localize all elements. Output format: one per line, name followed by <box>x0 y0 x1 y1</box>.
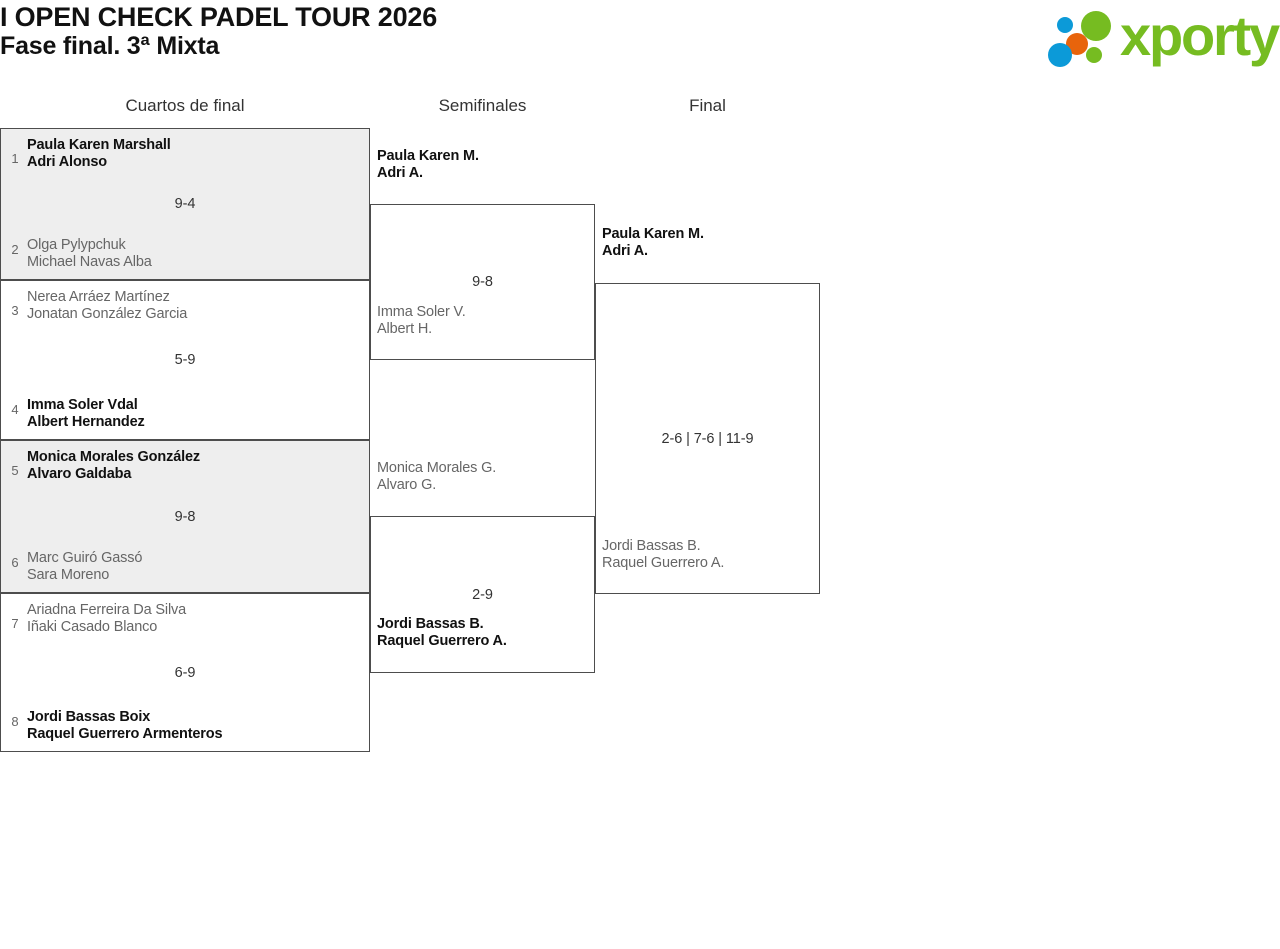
player-name: Adri A. <box>377 165 423 182</box>
seed-number: 4 <box>11 402 19 417</box>
match-box-quarterfinal-4[interactable]: 7 Ariadna Ferreira Da Silva Iñaki Casado… <box>0 593 370 752</box>
xporty-logo[interactable]: xporty <box>1048 4 1280 68</box>
seed-number: 1 <box>11 151 19 166</box>
player-name: Jordi Bassas B. <box>602 538 701 554</box>
match-score: 6-9 <box>174 664 196 681</box>
match-score: 2-9 <box>472 586 493 603</box>
player-name: Imma Soler V. <box>377 304 466 320</box>
team-slot-bottom[interactable]: Olga Pylypchuk Michael Navas Alba <box>1 237 369 271</box>
match-score: 9-8 <box>472 274 493 290</box>
match-box-semifinal-2[interactable]: 2-9 <box>370 516 595 673</box>
logo-dot-green-large-icon <box>1081 11 1111 41</box>
team-slot-bottom[interactable]: Marc Guiró Gassó Sara Moreno <box>1 550 369 584</box>
player-name: Albert H. <box>377 321 433 338</box>
team-slot-top[interactable]: Paula Karen Marshall Adri Alonso <box>1 137 369 171</box>
team-slot-semifinal-2-bottom[interactable]: Jordi Bassas B. Raquel Guerrero A. <box>377 616 507 650</box>
page-header: I OPEN CHECK PADEL TOUR 2026 Fase final.… <box>0 0 1280 90</box>
player-name: Raquel Guerrero A. <box>602 555 725 572</box>
round-header-final: Final <box>689 96 726 115</box>
logo-wordmark: xporty <box>1120 4 1280 67</box>
player-name: Paula Karen M. <box>377 148 479 164</box>
match-box-quarterfinal-2[interactable]: 3 Nerea Arráez Martínez Jonatan González… <box>0 280 370 440</box>
match-score: 9-4 <box>174 196 196 212</box>
match-box-final[interactable]: 2-6 | 7-6 | 11-9 <box>595 283 820 594</box>
logo-dot-blue-small-icon <box>1057 17 1073 33</box>
team-slot-semifinal-1-top[interactable]: Paula Karen M. Adri A. <box>377 148 479 182</box>
player-name: Jonatan González Garcia <box>27 306 188 323</box>
team-slot-semifinal-1-bottom[interactable]: Imma Soler V. Albert H. <box>377 304 466 338</box>
player-name: Raquel Guerrero A. <box>377 633 507 650</box>
seed-number: 5 <box>11 463 19 478</box>
player-name: Alvaro Galdaba <box>27 466 132 483</box>
team-slot-final-bottom[interactable]: Jordi Bassas B. Raquel Guerrero A. <box>602 538 724 572</box>
seed-number: 7 <box>11 616 19 631</box>
logo-dot-green-small-icon <box>1086 47 1102 63</box>
player-name: Alvaro G. <box>377 477 437 494</box>
match-box-quarterfinal-3[interactable]: 5 Monica Morales González Alvaro Galdaba… <box>0 440 370 593</box>
player-name: Paula Karen M. <box>602 226 704 242</box>
seed-number: 2 <box>11 242 19 257</box>
match-box-semifinal-1[interactable]: 9-8 <box>370 204 595 360</box>
logo-dots-icon <box>1048 6 1122 68</box>
player-name: Paula Karen Marshall <box>27 137 171 153</box>
player-name: Sara Moreno <box>27 566 110 583</box>
tournament-title-block: I OPEN CHECK PADEL TOUR 2026 Fase final.… <box>0 2 437 60</box>
player-name: Adri A. <box>602 243 648 260</box>
player-name: Olga Pylypchuk <box>27 236 126 253</box>
team-slot-semifinal-2-top[interactable]: Monica Morales G. Alvaro G. <box>377 460 496 494</box>
player-name: Monica Morales González <box>27 449 201 465</box>
team-slot-top[interactable]: Monica Morales González Alvaro Galdaba <box>1 449 369 483</box>
tournament-name: I OPEN CHECK PADEL TOUR 2026 <box>0 2 438 32</box>
team-slot-bottom[interactable]: Jordi Bassas Boix Raquel Guerrero Arment… <box>1 709 369 743</box>
match-box-quarterfinal-1[interactable]: 1 Paula Karen Marshall Adri Alonso 9-4 2… <box>0 128 370 280</box>
team-slot-final-top[interactable]: Paula Karen M. Adri A. <box>602 226 704 260</box>
team-slot-bottom[interactable]: Imma Soler Vdal Albert Hernandez <box>1 397 369 431</box>
team-slot-top[interactable]: Ariadna Ferreira Da Silva Iñaki Casado B… <box>1 602 369 636</box>
player-name: Imma Soler Vdal <box>27 396 138 413</box>
round-header-quarterfinals: Cuartos de final <box>125 96 245 115</box>
match-score: 2-6 | 7-6 | 11-9 <box>661 430 754 447</box>
team-slot-top[interactable]: Nerea Arráez Martínez Jonatan González G… <box>1 289 369 323</box>
player-name: Marc Guiró Gassó <box>27 549 143 566</box>
player-name: Adri Alonso <box>27 154 107 171</box>
logo-dot-blue-large-icon <box>1048 43 1072 67</box>
player-name: Albert Hernandez <box>27 413 145 430</box>
match-score: 9-8 <box>174 508 196 525</box>
player-name: Raquel Guerrero Armenteros <box>27 725 223 742</box>
seed-number: 6 <box>11 555 19 570</box>
seed-number: 3 <box>11 303 19 318</box>
round-header-semifinals: Semifinales <box>438 96 527 115</box>
player-name: Monica Morales G. <box>377 460 497 476</box>
player-name: Michael Navas Alba <box>27 253 152 270</box>
match-score: 5-9 <box>174 352 196 368</box>
player-name: Nerea Arráez Martínez <box>27 289 170 305</box>
player-name: Jordi Bassas B. <box>377 616 484 632</box>
tournament-phase: Fase final. 3ª Mixta <box>0 32 220 61</box>
player-name: Jordi Bassas Boix <box>27 708 151 725</box>
player-name: Ariadna Ferreira Da Silva <box>27 602 187 618</box>
seed-number: 8 <box>11 714 19 729</box>
player-name: Iñaki Casado Blanco <box>27 619 158 636</box>
logo-dot-orange-icon <box>1066 33 1088 55</box>
